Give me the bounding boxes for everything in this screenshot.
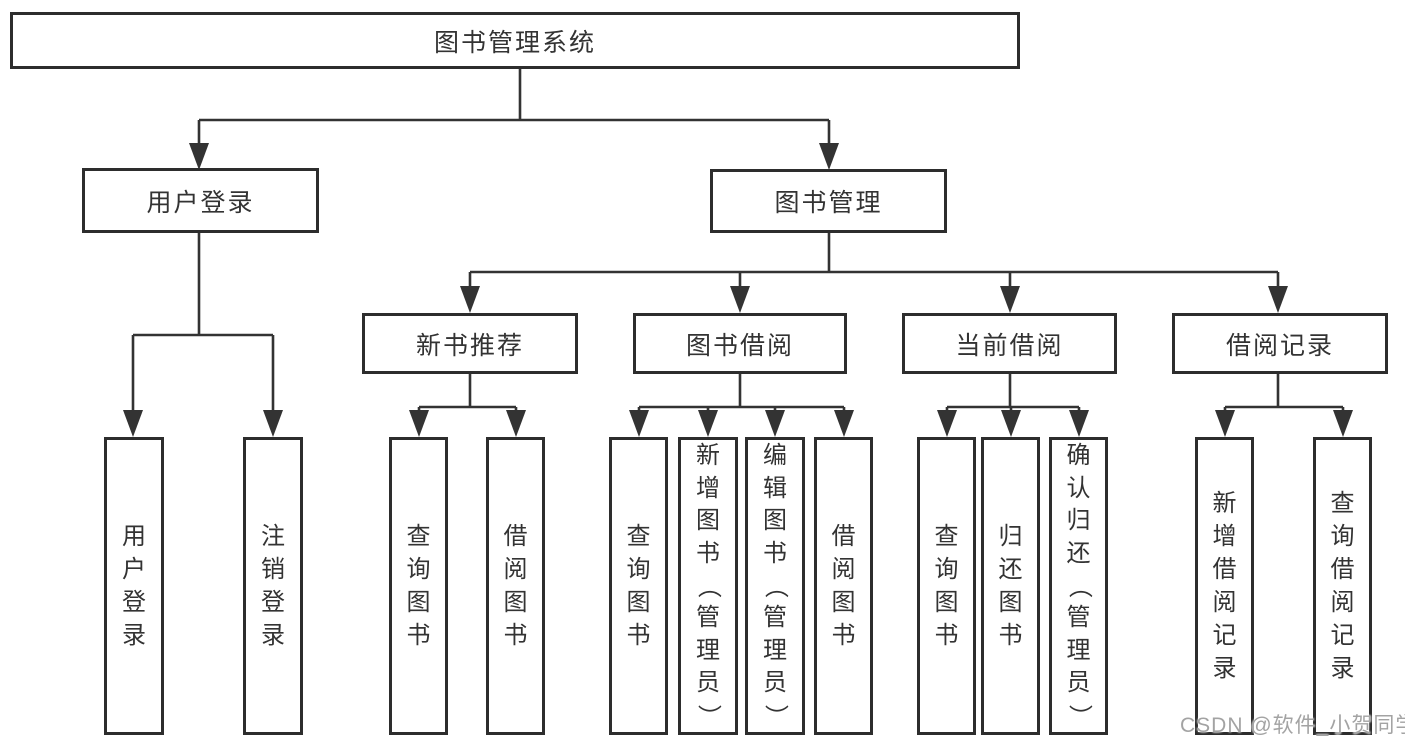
leaf-borrow-books-recommend-label: 借阅图书 — [503, 522, 528, 649]
node-user-login: 用户登录 — [82, 168, 319, 233]
leaf-return-books: 归还图书 — [981, 437, 1040, 735]
node-book-borrowing-label: 图书借阅 — [685, 331, 794, 360]
leaf-logout: 注销登录 — [243, 437, 303, 735]
leaf-edit-books-admin-label: 编辑图书（管理员） — [762, 442, 789, 728]
node-new-book-recommendation-label: 新书推荐 — [415, 331, 524, 360]
leaf-query-books-current-label: 查询图书 — [934, 522, 959, 649]
leaf-query-books-recommend: 查询图书 — [389, 437, 448, 735]
node-borrowing-records: 借阅记录 — [1172, 313, 1388, 374]
leaf-query-borrow-record-label: 查询借阅记录 — [1330, 489, 1355, 682]
node-book-management-label: 图书管理 — [774, 189, 883, 217]
watermark: CSDN @软件_小贺同学 — [1180, 714, 1405, 737]
leaf-return-books-label: 归还图书 — [998, 522, 1023, 649]
leaf-query-books-borrowing: 查询图书 — [609, 437, 668, 735]
leaf-logout-label: 注销登录 — [261, 522, 285, 649]
leaf-borrow-books-borrowing-label: 借阅图书 — [831, 522, 856, 649]
leaf-add-borrow-record: 新增借阅记录 — [1195, 437, 1254, 735]
leaf-user-login-label: 用户登录 — [122, 522, 146, 649]
leaf-confirm-return-admin-label: 确认归还（管理员） — [1065, 442, 1093, 728]
node-book-borrowing: 图书借阅 — [633, 313, 847, 374]
leaf-add-books-admin-label: 新增图书（管理员） — [695, 442, 722, 728]
node-current-borrowing-label: 当前借阅 — [955, 331, 1064, 360]
node-root-label: 图书管理系统 — [433, 28, 596, 57]
leaf-query-books-current: 查询图书 — [917, 437, 976, 735]
leaf-user-login: 用户登录 — [104, 437, 164, 735]
leaf-query-books-recommend-label: 查询图书 — [406, 522, 431, 649]
leaf-add-borrow-record-label: 新增借阅记录 — [1212, 489, 1237, 682]
node-root: 图书管理系统 — [10, 12, 1020, 69]
leaf-query-books-borrowing-label: 查询图书 — [626, 522, 651, 649]
leaf-edit-books-admin: 编辑图书（管理员） — [745, 437, 805, 735]
leaf-add-books-admin: 新增图书（管理员） — [678, 437, 738, 735]
leaf-borrow-books-borrowing: 借阅图书 — [814, 437, 873, 735]
node-borrowing-records-label: 借阅记录 — [1225, 331, 1334, 360]
node-user-login-label: 用户登录 — [146, 188, 255, 217]
leaf-query-borrow-record: 查询借阅记录 — [1313, 437, 1372, 735]
node-book-management: 图书管理 — [710, 169, 947, 233]
node-current-borrowing: 当前借阅 — [902, 313, 1117, 374]
node-new-book-recommendation: 新书推荐 — [362, 313, 578, 374]
leaf-confirm-return-admin: 确认归还（管理员） — [1049, 437, 1108, 735]
leaf-borrow-books-recommend: 借阅图书 — [486, 437, 545, 735]
